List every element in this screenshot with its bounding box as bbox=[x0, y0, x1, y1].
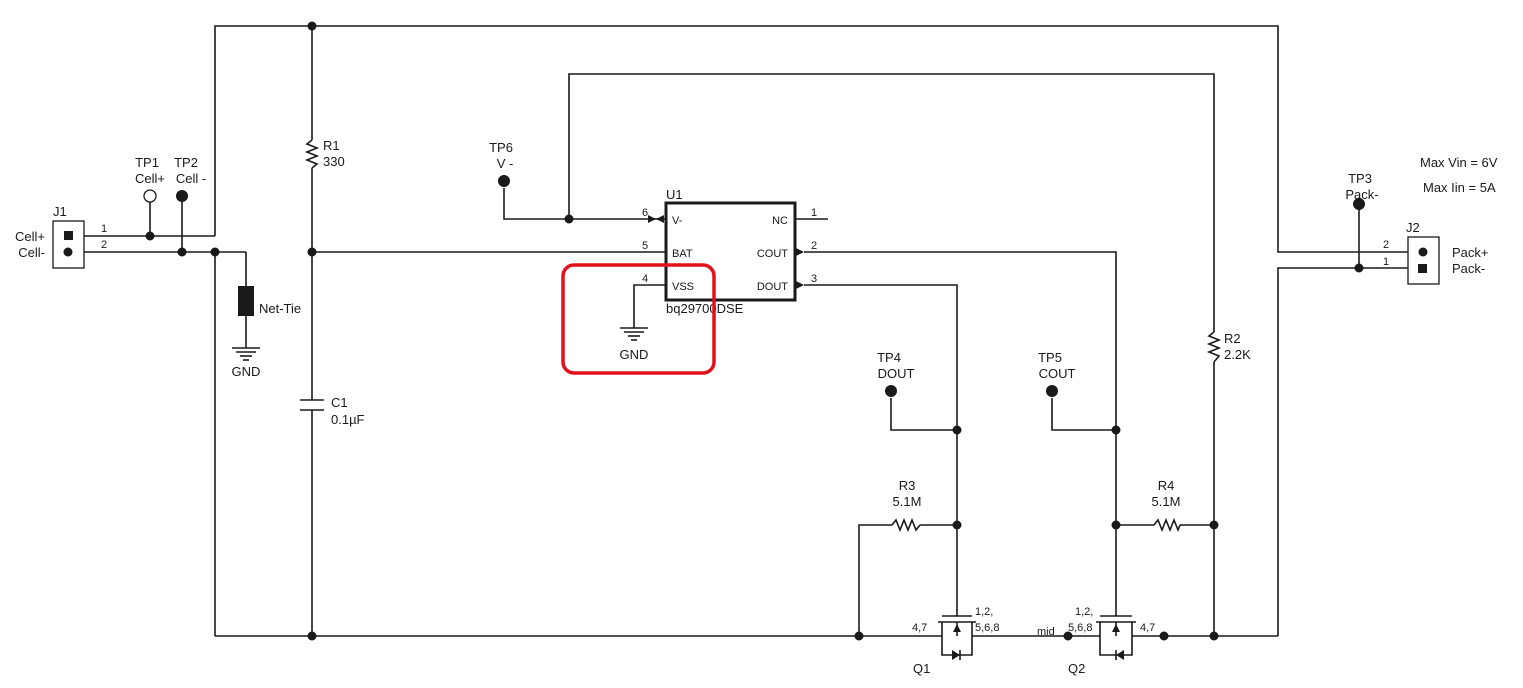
u1-pin-vminus: V- bbox=[672, 215, 683, 227]
tp1-ref: TP1 bbox=[135, 155, 159, 170]
tp4-net: DOUT bbox=[878, 366, 915, 381]
j1-ref: J1 bbox=[53, 204, 67, 219]
tp2-net: Cell - bbox=[176, 171, 206, 186]
j1-pin2-round bbox=[63, 247, 73, 257]
j1-pin2-num: 2 bbox=[101, 239, 107, 251]
q1-pins-source: 4,7 bbox=[912, 622, 927, 634]
u1-part: bq29700DSE bbox=[666, 301, 744, 316]
gnd1-label: GND bbox=[232, 364, 261, 379]
connector-j2: J2 Pack+ Pack- 2 1 bbox=[1383, 220, 1489, 285]
j1-pin1-num: 1 bbox=[101, 223, 107, 235]
connector-j1: J1 Cell+ Cell- 1 2 bbox=[15, 204, 107, 269]
q2-pins-drain-1: 1,2, bbox=[1075, 606, 1093, 618]
test-point-tp1: TP1 Cell+ bbox=[135, 155, 165, 203]
tp6-net: V - bbox=[497, 156, 514, 171]
q1-body-diode bbox=[952, 650, 960, 660]
r1-ref: R1 bbox=[323, 138, 340, 153]
test-point-tp4: TP4 DOUT bbox=[877, 350, 914, 397]
j2-label-neg: Pack- bbox=[1452, 261, 1485, 276]
test-point-tp6: TP6 V - bbox=[489, 140, 513, 187]
tp5-net: COUT bbox=[1039, 366, 1076, 381]
net-label-mid: mid bbox=[1037, 626, 1055, 638]
r4-value: 5.1M bbox=[1152, 494, 1181, 509]
u1-pin2-num: 2 bbox=[811, 240, 817, 252]
ground-symbol-2: GND bbox=[620, 327, 649, 362]
q2-pins-source: 4,7 bbox=[1140, 622, 1155, 634]
u1-pin-bat: BAT bbox=[672, 248, 693, 260]
resistor-r2: R2 2.2K bbox=[1206, 331, 1251, 363]
q1-ref: Q1 bbox=[913, 661, 930, 676]
capacitor-c1: C1 0.1µF bbox=[300, 395, 365, 427]
test-point-tp2: TP2 Cell - bbox=[174, 155, 206, 202]
resistor-r3: R3 5.1M bbox=[891, 478, 922, 533]
u1-pin5-num: 5 bbox=[642, 240, 648, 252]
r1-value: 330 bbox=[323, 154, 345, 169]
note-max-iin: Max Iin = 5A bbox=[1423, 180, 1496, 195]
q2-ref: Q2 bbox=[1068, 661, 1085, 676]
tp1-net: Cell+ bbox=[135, 171, 165, 186]
j2-pin2-num: 2 bbox=[1383, 239, 1389, 251]
ground-symbol-1: GND bbox=[232, 347, 261, 379]
r4-ref: R4 bbox=[1158, 478, 1175, 493]
q1-pins-drain-2: 5,6,8 bbox=[975, 622, 999, 634]
vminus-bidir-arrow bbox=[648, 215, 664, 223]
u1-pin-cout: COUT bbox=[757, 248, 788, 260]
r3-value: 5.1M bbox=[893, 494, 922, 509]
u1-pin-dout: DOUT bbox=[757, 281, 788, 293]
tp6-ref: TP6 bbox=[489, 140, 513, 155]
tp3-net: Pack- bbox=[1345, 187, 1378, 202]
u1-ref: U1 bbox=[666, 187, 683, 202]
q2-pins-drain-2: 5,6,8 bbox=[1068, 622, 1092, 634]
tp4-ref: TP4 bbox=[877, 350, 901, 365]
c1-value: 0.1µF bbox=[331, 412, 365, 427]
j1-label-neg: Cell- bbox=[18, 245, 45, 260]
j2-pin1-square bbox=[1418, 264, 1427, 273]
test-point-tp5: TP5 COUT bbox=[1038, 350, 1075, 397]
mosfet-q1: 4,7 1,2, 5,6,8 Q1 bbox=[912, 606, 999, 676]
j1-pin1-square bbox=[64, 231, 73, 240]
ic-u1: U1 bq29700DSE 6 V- 5 BAT 4 VSS NC 1 COUT… bbox=[642, 187, 817, 316]
tp3-ref: TP3 bbox=[1348, 171, 1372, 186]
j2-label-pos: Pack+ bbox=[1452, 245, 1489, 260]
q1-pins-drain-1: 1,2, bbox=[975, 606, 993, 618]
net-tie-label: Net-Tie bbox=[259, 301, 301, 316]
mosfet-q2: 4,7 1,2, 5,6,8 Q2 bbox=[1068, 606, 1155, 676]
r2-value: 2.2K bbox=[1224, 347, 1251, 362]
j2-pin2-round bbox=[1418, 247, 1428, 257]
cout-arrow bbox=[796, 248, 804, 256]
u1-pin6-num: 6 bbox=[642, 207, 648, 219]
u1-pin1-num: 1 bbox=[811, 207, 817, 219]
q2-body-diode bbox=[1116, 650, 1124, 660]
dout-arrow bbox=[796, 281, 804, 289]
j2-pin1-num: 1 bbox=[1383, 256, 1389, 268]
tp5-ref: TP5 bbox=[1038, 350, 1062, 365]
u1-pin-vss: VSS bbox=[672, 281, 694, 293]
tp2-ref: TP2 bbox=[174, 155, 198, 170]
net-tie: Net-Tie bbox=[238, 286, 301, 316]
u1-pin4-num: 4 bbox=[642, 273, 648, 285]
highlight-box-vss-ground bbox=[561, 263, 716, 375]
r2-ref: R2 bbox=[1224, 331, 1241, 346]
j1-label-pos: Cell+ bbox=[15, 229, 45, 244]
resistor-r1: R1 330 bbox=[304, 138, 345, 169]
j2-ref: J2 bbox=[1406, 220, 1420, 235]
note-max-vin: Max Vin = 6V bbox=[1420, 155, 1498, 170]
junction-dots bbox=[145, 21, 1364, 641]
wires bbox=[68, 25, 1420, 637]
test-point-tp3: TP3 Pack- bbox=[1345, 171, 1379, 210]
gnd2-label: GND bbox=[620, 347, 649, 362]
r3-ref: R3 bbox=[899, 478, 916, 493]
u1-pin-nc: NC bbox=[772, 215, 788, 227]
c1-ref: C1 bbox=[331, 395, 348, 410]
resistor-r4: R4 5.1M bbox=[1152, 478, 1181, 533]
u1-pin3-num: 3 bbox=[811, 273, 817, 285]
